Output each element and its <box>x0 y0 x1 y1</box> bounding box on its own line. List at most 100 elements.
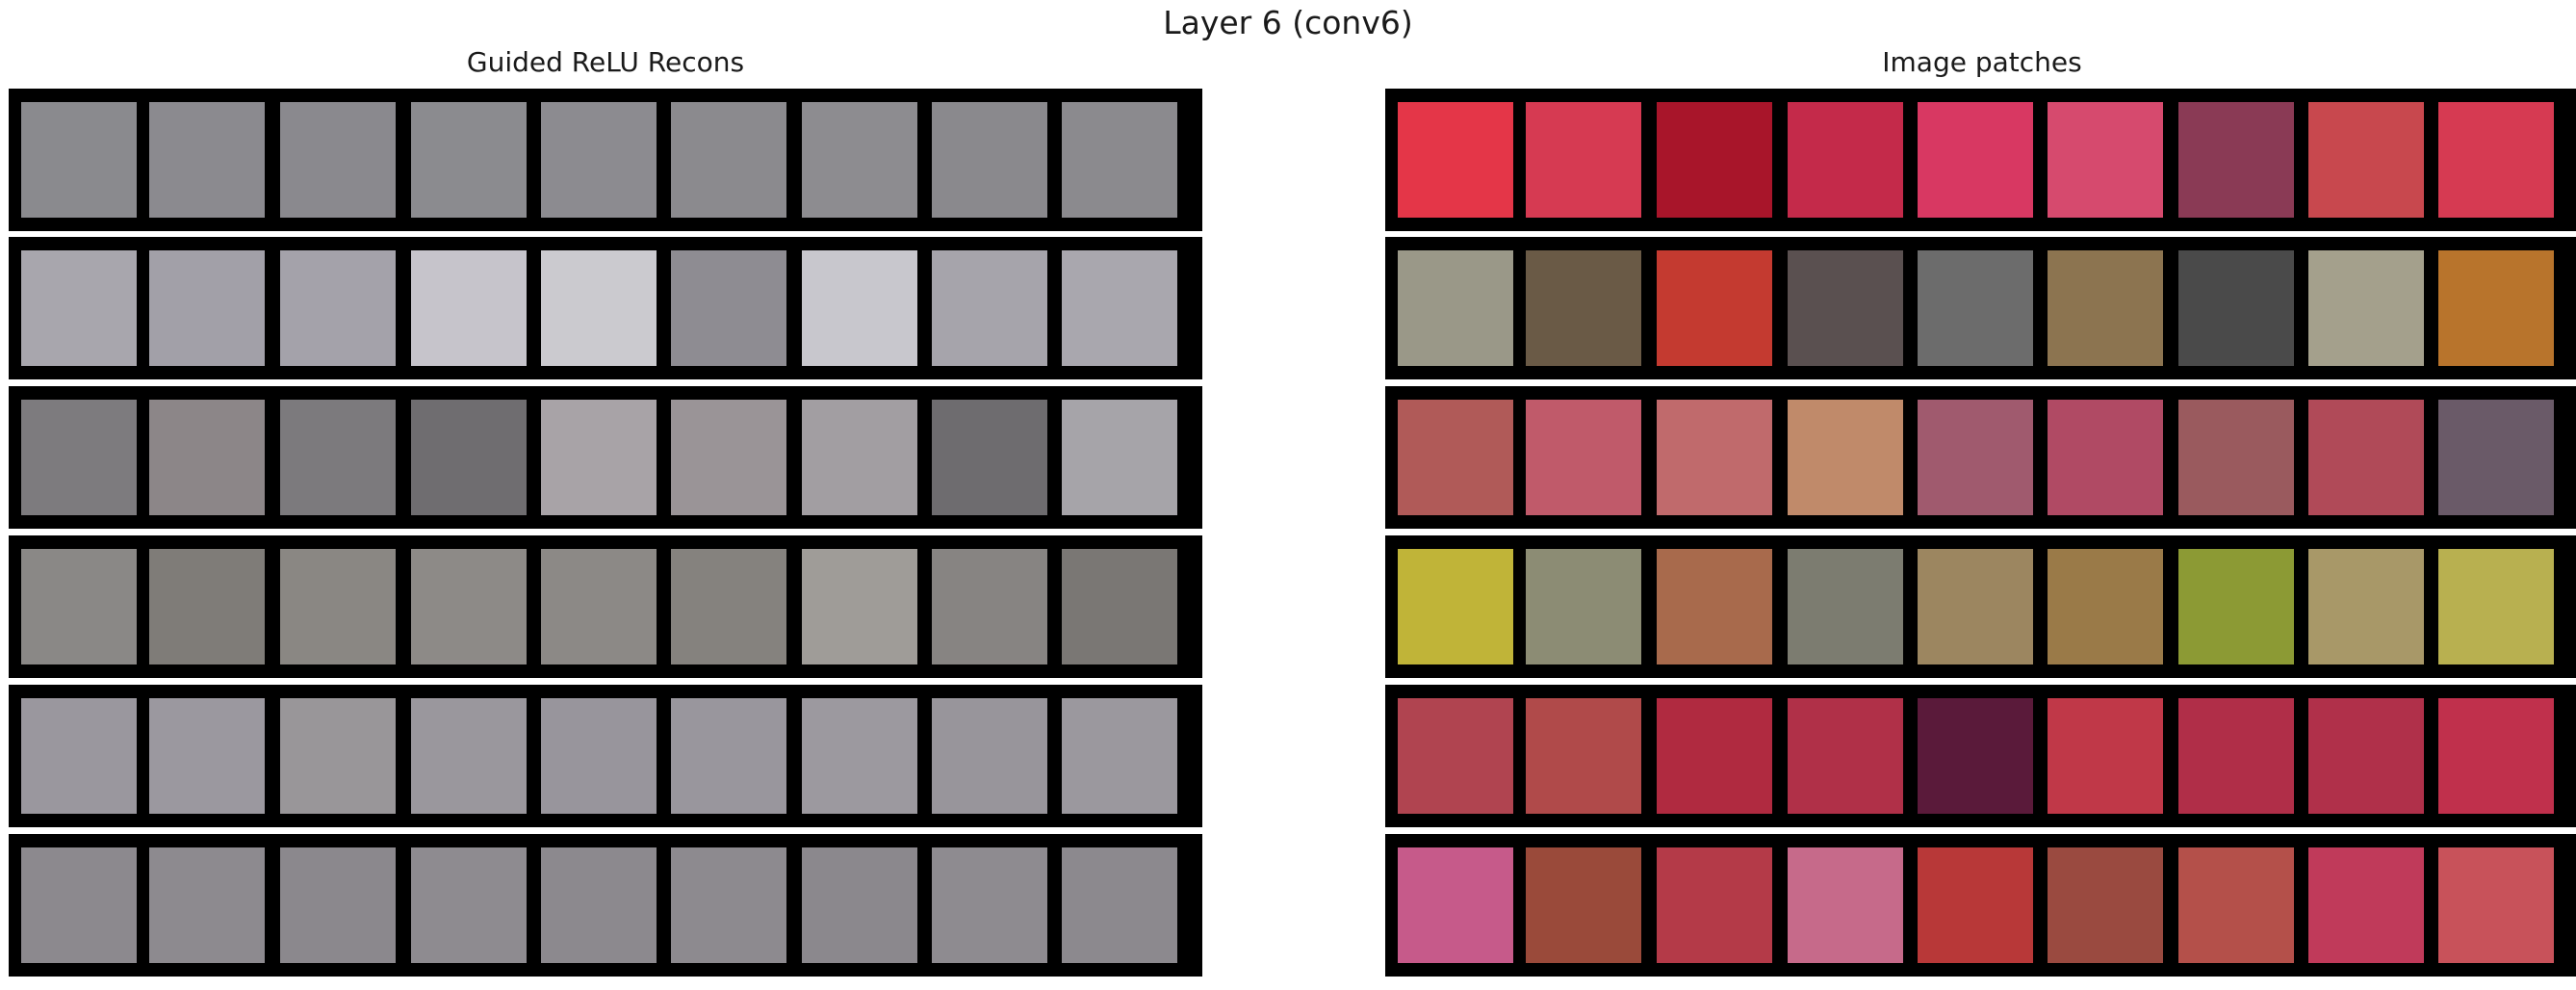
recon-thumbnail <box>671 549 786 664</box>
image-patch-thumbnail <box>1526 549 1641 664</box>
image-patch-thumbnail <box>2048 549 2163 664</box>
image-patch-thumbnail <box>2178 250 2294 366</box>
image-patch-thumbnail <box>1788 549 1903 664</box>
recon-thumbnail <box>21 102 137 218</box>
image-patch-thumbnail <box>1788 698 1903 814</box>
recon-thumbnail <box>541 549 657 664</box>
image-patch-thumbnail <box>1918 847 2033 963</box>
patch-row <box>1385 834 2576 977</box>
guided-relu-recons-title: Guided ReLU Recons <box>466 46 745 78</box>
image-patch-thumbnail <box>2178 102 2294 218</box>
figure-title: Layer 6 (conv6) <box>1163 4 1413 41</box>
image-patch-thumbnail <box>1398 400 1513 515</box>
recon-thumbnail <box>541 400 657 515</box>
image-patch-thumbnail <box>2308 847 2424 963</box>
patch-row <box>1385 535 2576 678</box>
image-patch-thumbnail <box>1657 549 1772 664</box>
recon-thumbnail <box>932 698 1047 814</box>
recon-thumbnail <box>671 102 786 218</box>
patch-row <box>1385 237 2576 379</box>
image-patch-thumbnail <box>2048 698 2163 814</box>
image-patch-thumbnail <box>2178 400 2294 515</box>
recon-thumbnail <box>802 102 917 218</box>
recon-row <box>9 89 1202 231</box>
image-patches-title: Image patches <box>1882 46 2082 78</box>
image-patch-thumbnail <box>1918 102 2033 218</box>
image-patch-thumbnail <box>1526 102 1641 218</box>
recon-thumbnail <box>280 102 396 218</box>
image-patch-thumbnail <box>2438 400 2554 515</box>
recon-thumbnail <box>411 698 527 814</box>
recon-thumbnail <box>671 847 786 963</box>
image-patch-thumbnail <box>2438 549 2554 664</box>
image-patch-thumbnail <box>1657 400 1772 515</box>
recon-thumbnail <box>1062 698 1177 814</box>
recon-thumbnail <box>280 549 396 664</box>
recon-thumbnail <box>411 102 527 218</box>
recon-thumbnail <box>411 549 527 664</box>
image-patch-thumbnail <box>2178 698 2294 814</box>
recon-row <box>9 386 1202 529</box>
image-patch-thumbnail <box>2438 847 2554 963</box>
recon-thumbnail <box>541 250 657 366</box>
image-patch-thumbnail <box>2178 847 2294 963</box>
image-patch-thumbnail <box>1398 250 1513 366</box>
recon-thumbnail <box>21 250 137 366</box>
image-patch-thumbnail <box>2308 549 2424 664</box>
image-patch-thumbnail <box>2308 698 2424 814</box>
recon-thumbnail <box>932 400 1047 515</box>
image-patch-thumbnail <box>1526 250 1641 366</box>
recon-thumbnail <box>671 400 786 515</box>
recon-thumbnail <box>411 847 527 963</box>
image-patch-thumbnail <box>1918 549 2033 664</box>
image-patch-thumbnail <box>1657 102 1772 218</box>
patch-row <box>1385 685 2576 827</box>
recon-thumbnail <box>21 549 137 664</box>
image-patch-thumbnail <box>1918 698 2033 814</box>
image-patch-thumbnail <box>1657 698 1772 814</box>
image-patch-thumbnail <box>2438 250 2554 366</box>
recon-thumbnail <box>21 698 137 814</box>
recon-thumbnail <box>671 250 786 366</box>
image-patch-thumbnail <box>1526 400 1641 515</box>
image-patch-thumbnail <box>2308 102 2424 218</box>
recon-row <box>9 237 1202 379</box>
recon-thumbnail <box>280 698 396 814</box>
recon-thumbnail <box>1062 102 1177 218</box>
image-patch-thumbnail <box>2308 250 2424 366</box>
image-patch-thumbnail <box>2308 400 2424 515</box>
recon-thumbnail <box>280 250 396 366</box>
recon-thumbnail <box>802 847 917 963</box>
recon-thumbnail <box>149 698 265 814</box>
recon-thumbnail <box>802 549 917 664</box>
recon-thumbnail <box>411 250 527 366</box>
recon-thumbnail <box>802 400 917 515</box>
image-patch-thumbnail <box>1526 698 1641 814</box>
recon-thumbnail <box>802 250 917 366</box>
recon-thumbnail <box>280 400 396 515</box>
image-patch-thumbnail <box>1788 847 1903 963</box>
recon-row <box>9 685 1202 827</box>
recon-thumbnail <box>932 102 1047 218</box>
image-patch-thumbnail <box>1398 847 1513 963</box>
recon-thumbnail <box>411 400 527 515</box>
image-patch-thumbnail <box>1918 250 2033 366</box>
guided-relu-recons-panel: Guided ReLU Recons <box>9 42 1202 977</box>
image-patch-thumbnail <box>2048 102 2163 218</box>
patch-row <box>1385 89 2576 231</box>
image-patch-thumbnail <box>2438 698 2554 814</box>
recon-thumbnail <box>541 847 657 963</box>
recon-thumbnail <box>1062 400 1177 515</box>
recon-thumbnail <box>1062 847 1177 963</box>
recon-thumbnail <box>541 698 657 814</box>
image-patch-thumbnail <box>1398 549 1513 664</box>
image-patch-thumbnail <box>1788 250 1903 366</box>
recon-thumbnail <box>1062 549 1177 664</box>
recon-thumbnail <box>932 549 1047 664</box>
image-patch-thumbnail <box>1918 400 2033 515</box>
recon-thumbnail <box>541 102 657 218</box>
image-patch-thumbnail <box>2048 250 2163 366</box>
image-patch-thumbnail <box>1788 400 1903 515</box>
recon-thumbnail <box>21 847 137 963</box>
image-patch-thumbnail <box>1526 847 1641 963</box>
